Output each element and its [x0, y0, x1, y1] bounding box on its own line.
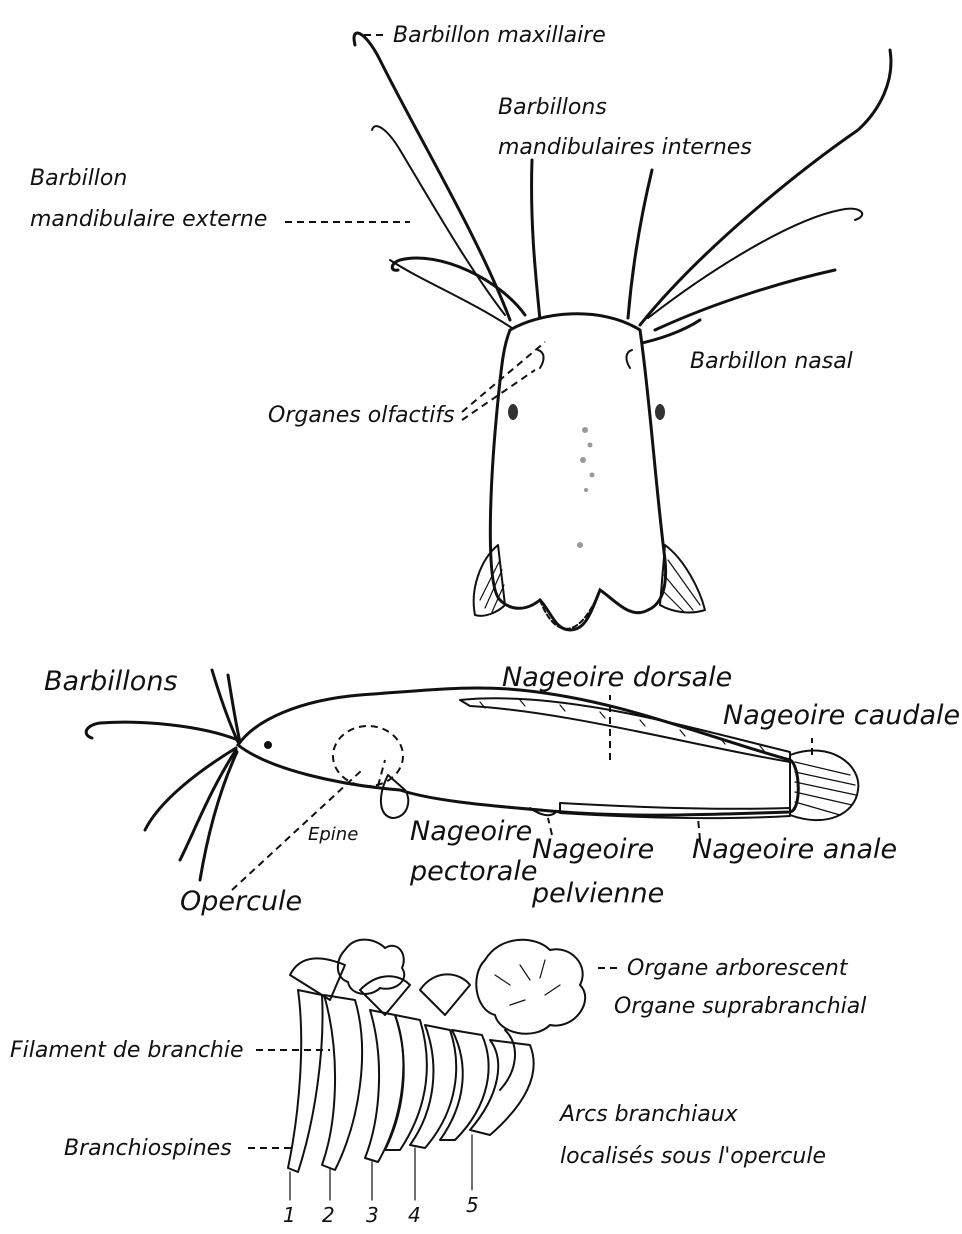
gill-arch-1 — [288, 990, 323, 1172]
label-arcs-branchiaux-2: localisés sous l'opercule — [560, 1144, 826, 1169]
label-barbillon-externe-1: Barbillon — [30, 166, 127, 191]
label-nageoire-pelvienne-2: pelvienne — [531, 878, 664, 909]
gill-arch-3b — [385, 1015, 427, 1150]
arch-number-1: 1 — [283, 1203, 296, 1227]
left-eye-icon — [508, 404, 518, 420]
gill-arch-5b — [500, 1030, 515, 1090]
label-branchiospines: Branchiospines — [64, 1136, 232, 1161]
arch-number-4: 4 — [408, 1203, 421, 1227]
label-epine: Epine — [308, 824, 358, 845]
head-outline — [490, 314, 665, 630]
label-nageoire-pectorale-1: Nageoire — [410, 816, 532, 847]
gill-arch-3 — [365, 1010, 403, 1162]
label-nageoire-caudale: Nageoire caudale — [723, 700, 960, 731]
label-barbillon-maxillaire: Barbillon maxillaire — [393, 23, 606, 48]
label-barbillons: Barbillons — [44, 666, 178, 697]
label-arcs-branchiaux-1: Arcs branchiaux — [558, 1102, 739, 1127]
gill-fan-3 — [420, 974, 470, 1015]
fish-side-view: Barbillons Nageoire dorsale Nageoire cau… — [44, 662, 960, 917]
arborescent-organ — [338, 940, 585, 1034]
arch-number-2: 2 — [322, 1203, 335, 1227]
barbels-head — [354, 33, 891, 345]
label-organe-arborescent: Organe arborescent — [627, 956, 849, 981]
gill-arch-4 — [410, 1025, 456, 1148]
label-organes-olfactifs: Organes olfactifs — [268, 403, 455, 428]
label-barbillons-internes-1: Barbillons — [498, 95, 607, 120]
side-eye-icon — [264, 741, 272, 749]
label-barbillon-externe-2: mandibulaire externe — [30, 207, 267, 232]
label-nageoire-dorsale: Nageoire dorsale — [502, 662, 732, 693]
caudal-fin — [790, 750, 858, 820]
label-filament-de-branchie: Filament de branchie — [10, 1038, 244, 1063]
gill-arch-4b — [440, 1030, 489, 1140]
label-nageoire-pectorale-2: pectorale — [409, 856, 537, 887]
barbels-side — [86, 670, 240, 880]
label-barbillons-internes-2: mandibulaires internes — [498, 135, 752, 160]
arch-number-5: 5 — [466, 1193, 479, 1217]
label-organe-suprabranchial: Organe suprabranchial — [614, 994, 866, 1019]
label-nageoire-pelvienne-1: Nageoire — [532, 834, 654, 865]
right-eye-icon — [655, 404, 665, 420]
gill-arch-2 — [322, 995, 362, 1170]
label-barbillon-nasal: Barbillon nasal — [690, 349, 853, 374]
label-nageoire-anale: Nageoire anale — [692, 834, 897, 865]
gill-arches-view: Organe arborescent Organe suprabranchial… — [10, 940, 866, 1227]
fish-body-outline — [238, 688, 798, 815]
arch-number-3: 3 — [366, 1203, 379, 1227]
head-dorsal-view: Barbillon maxillaire Barbillons mandibul… — [30, 23, 891, 630]
label-opercule: Opercule — [180, 886, 302, 917]
